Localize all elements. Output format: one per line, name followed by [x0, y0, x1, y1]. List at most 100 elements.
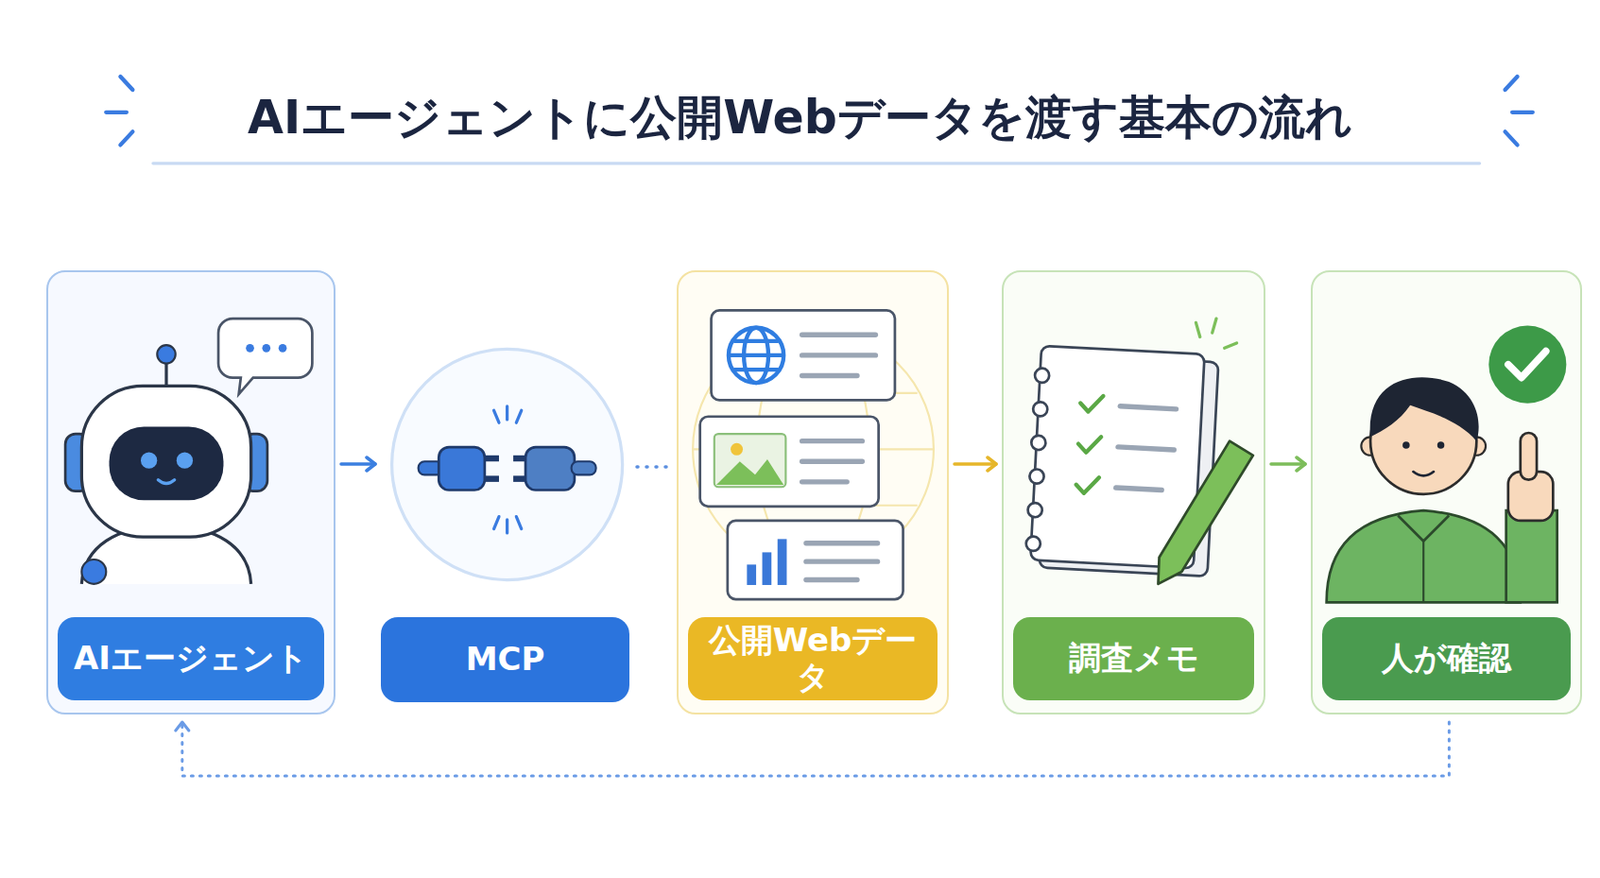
- robot-illustration: [176, 452, 193, 469]
- notebook-illustration: [1080, 395, 1104, 413]
- web-data-illustration: [728, 327, 784, 383]
- web-data-illustration: [802, 479, 848, 484]
- flow-step-box: 人が確認: [1310, 270, 1583, 715]
- label-pill: 人が確認: [1322, 617, 1571, 701]
- plug-illustration: [484, 455, 499, 462]
- flow-arrow: [636, 464, 670, 469]
- person-illustration: [1326, 510, 1521, 603]
- web-data-illustration: [692, 328, 934, 570]
- flow-step-box: AIエージェント: [46, 270, 336, 715]
- plug-illustration: [484, 475, 499, 482]
- person-illustration: [1508, 471, 1554, 521]
- web-data-illustration: [730, 443, 743, 456]
- robot-illustration: [81, 559, 106, 585]
- label-pill: 調査メモ: [1013, 617, 1255, 701]
- web-data-illustration: [756, 328, 870, 570]
- person-illustration: [1422, 541, 1425, 603]
- web-data-illustration: [802, 441, 863, 482]
- notebook-illustration: [1030, 345, 1205, 569]
- web-data-illustration: [806, 558, 878, 564]
- plug-illustration: [494, 406, 522, 534]
- plug-illustration: [438, 447, 485, 490]
- robot-illustration: [156, 344, 175, 363]
- web-data-illustration: [806, 577, 858, 583]
- notebook-illustration: [1119, 406, 1176, 410]
- web-data-illustration: [716, 459, 784, 485]
- notebook-illustration: [1024, 345, 1219, 577]
- web-data-illustration: [728, 327, 784, 383]
- plug-illustration: [516, 410, 521, 423]
- robot-illustration: [109, 427, 224, 501]
- plug-illustration: [516, 516, 521, 530]
- web-data-illustration: [728, 353, 784, 358]
- notebook-illustration: [1075, 476, 1100, 495]
- web-data-illustration: [714, 433, 787, 487]
- person-illustration: [1488, 326, 1566, 404]
- person-illustration: [1437, 441, 1446, 449]
- web-data-illustration: [777, 538, 788, 585]
- notebook-illustration: [1025, 535, 1041, 551]
- flow-arrow: [341, 462, 376, 466]
- person-illustration: [1412, 471, 1434, 476]
- web-data-illustration: [802, 334, 877, 376]
- web-data-illustration: [746, 564, 757, 585]
- robot-illustration: [245, 344, 255, 353]
- flow-step-box: 調査メモ: [1001, 270, 1266, 715]
- label-pill: AIエージェント: [57, 617, 325, 701]
- plug-illustration: [505, 519, 509, 534]
- title-decoration: [105, 110, 127, 115]
- title-decoration: [1505, 76, 1518, 90]
- web-data-illustration: [692, 447, 934, 450]
- person-illustration: [1370, 377, 1480, 442]
- step-label: 人が確認: [1381, 639, 1512, 677]
- web-data-illustration: [700, 416, 879, 507]
- flow-arrow: [1271, 462, 1306, 466]
- plug-illustration: [392, 348, 623, 580]
- robot-illustration: [242, 433, 268, 491]
- step-label: 調査メモ: [1068, 639, 1200, 677]
- notebook-illustration: [1039, 353, 1220, 577]
- robot-illustration: [65, 433, 90, 491]
- person-illustration: [1508, 351, 1547, 379]
- web-data-illustration: [733, 339, 779, 344]
- plug-illustration: [418, 461, 444, 475]
- notebook-illustration: [1224, 343, 1238, 348]
- title-decoration: [120, 76, 133, 90]
- notebook-illustration: [1024, 318, 1253, 585]
- label-pill: 公開Webデータ: [688, 617, 938, 701]
- flow-step-box: 公開Webデータ: [676, 270, 949, 715]
- person-illustration: [1397, 516, 1449, 542]
- person-illustration: [1506, 510, 1558, 603]
- person-illustration: [1370, 387, 1477, 494]
- plug-illustration: [494, 516, 499, 530]
- notebook-illustration: [1027, 502, 1043, 518]
- notebook-illustration: [1075, 395, 1103, 495]
- plug-illustration: [571, 461, 597, 475]
- notebook-illustration: [1195, 318, 1237, 348]
- title-decoration: [120, 131, 133, 145]
- robot-illustration: [261, 344, 271, 353]
- robot-illustration: [81, 385, 251, 537]
- notebook-illustration: [1078, 435, 1102, 454]
- web-data-illustration: [762, 551, 773, 585]
- robot-illustration: [65, 318, 312, 585]
- robot-illustration: [218, 318, 312, 395]
- plug-illustration: [513, 475, 526, 482]
- plug-illustration: [525, 447, 575, 490]
- person-illustration: [1360, 436, 1379, 455]
- person-illustration: [1467, 436, 1486, 455]
- web-data-illustration: [802, 459, 863, 465]
- plug-illustration: [505, 406, 509, 420]
- web-data-illustration: [806, 543, 878, 581]
- plug-illustration: [392, 348, 623, 580]
- title-decoration: [1505, 131, 1518, 145]
- title-decoration: [1512, 110, 1533, 115]
- step-label: 公開Webデータ: [695, 621, 930, 696]
- plug-illustration: [494, 410, 499, 423]
- plug-illustration: [513, 455, 526, 462]
- notebook-illustration: [1116, 487, 1163, 491]
- notebook-illustration: [1157, 441, 1253, 585]
- notebook-illustration: [1116, 406, 1177, 491]
- notebook-illustration: [1029, 468, 1045, 484]
